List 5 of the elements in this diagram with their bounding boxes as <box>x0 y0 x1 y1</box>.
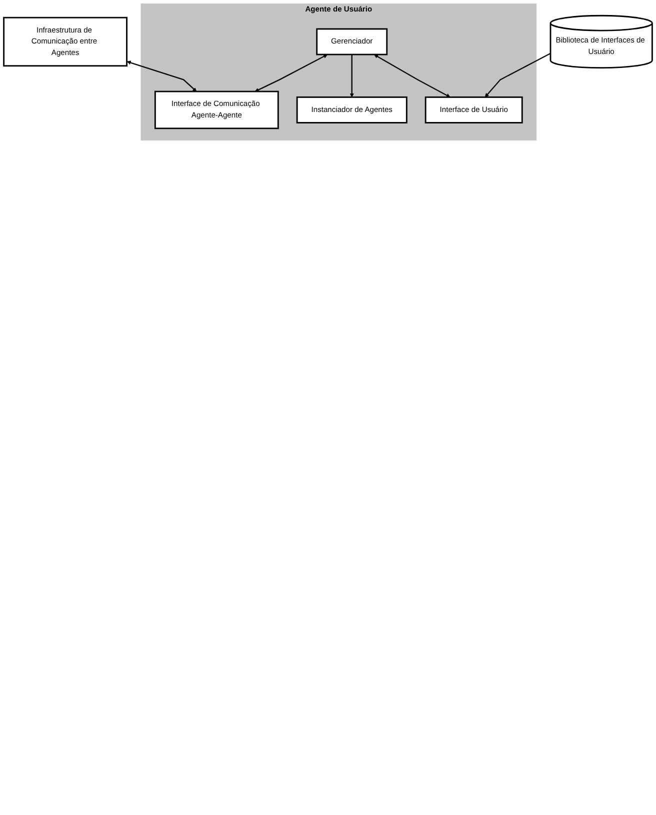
arrow <box>484 52 551 98</box>
arrow <box>374 54 450 98</box>
arrow <box>126 60 197 92</box>
arrow <box>350 54 354 98</box>
arrow <box>254 54 328 92</box>
